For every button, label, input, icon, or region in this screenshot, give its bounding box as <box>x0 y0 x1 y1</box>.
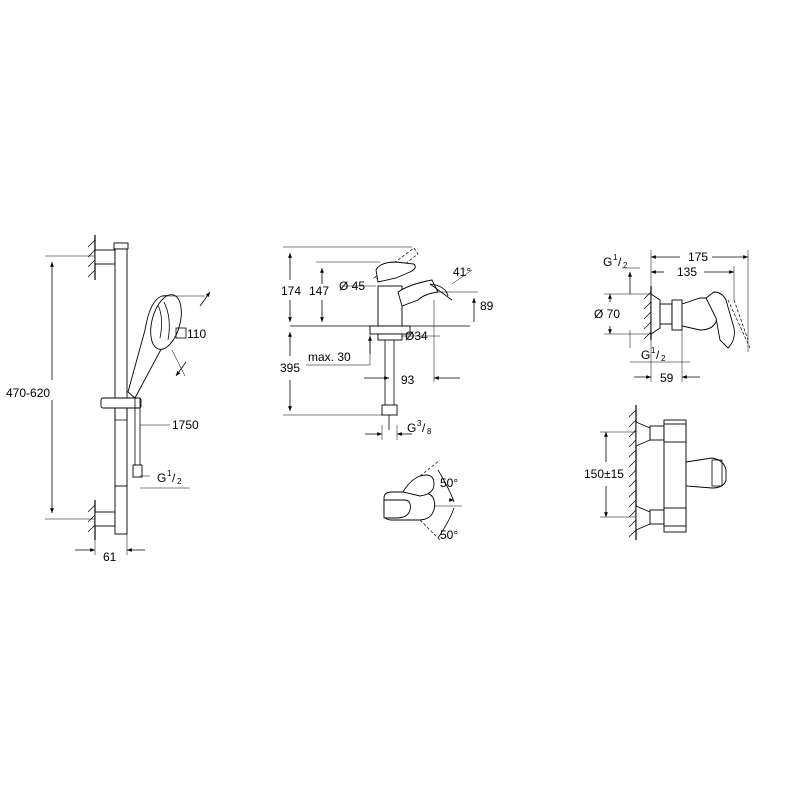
spout-clearance-label: 89 <box>480 299 494 313</box>
inlet-thread-bottom-den: 2 <box>661 354 666 363</box>
shower-rail-set: 110 1750 G 1 / 2 470-620 61 <box>6 235 211 564</box>
hose-thread-num: 1 <box>167 469 172 478</box>
wall-offset-label: 61 <box>103 550 117 564</box>
max-deck-label: max. 30 <box>308 350 351 364</box>
inlet-thread-bottom-g: G <box>641 348 650 362</box>
basin-mixer: 41° 174 147 Ø 45 89 Ø34 395 <box>280 246 494 440</box>
width-body-label: 135 <box>677 265 697 279</box>
shower-mixer-front: 150±15 <box>584 405 727 540</box>
handle-diameter-label: Ø 45 <box>339 279 365 293</box>
hose-thread-den: 2 <box>177 477 182 486</box>
below-deck-label: 395 <box>280 361 300 375</box>
connection-thread-den: 8 <box>427 427 432 436</box>
basin-mixer-top-view: 50° 50° <box>383 459 462 542</box>
angle-lower-label: 50° <box>440 528 458 542</box>
height-range-label: 470-620 <box>6 386 50 400</box>
inlet-thread-top-slash: / <box>618 255 622 269</box>
spout-reach-label: 93 <box>401 373 415 387</box>
hose-length-label: 1750 <box>172 418 199 432</box>
square-head-icon <box>175 327 187 339</box>
head-size-label: 110 <box>187 327 206 341</box>
inlet-thread-bottom-slash: / <box>656 348 660 362</box>
connection-thread-num: 3 <box>417 419 422 428</box>
depth-label: 59 <box>660 371 674 385</box>
hose-thread-g: G <box>157 471 166 485</box>
connection-thread-slash: / <box>422 421 426 435</box>
inlet-thread-top-den: 2 <box>623 261 628 270</box>
hole-diameter-label: Ø34 <box>405 329 428 343</box>
inlet-thread-top-g: G <box>603 255 612 269</box>
inlet-thread-top-num: 1 <box>613 253 618 262</box>
connection-thread-g: G <box>407 421 416 435</box>
total-height-label: 174 <box>281 284 301 298</box>
lever-angle-label: 41° <box>453 265 471 279</box>
inlet-thread-bottom-num: 1 <box>651 346 656 355</box>
width-total-label: 175 <box>688 250 708 264</box>
angle-upper-label: 50° <box>440 476 458 490</box>
flange-diameter-label: Ø 70 <box>594 307 620 321</box>
spout-height-label: 147 <box>309 284 329 298</box>
shower-mixer-side: 175 135 G 1 / 2 Ø 70 G 1 / 2 59 <box>594 250 751 385</box>
centers-label: 150±15 <box>584 467 624 481</box>
hose-thread-slash: / <box>172 471 176 485</box>
